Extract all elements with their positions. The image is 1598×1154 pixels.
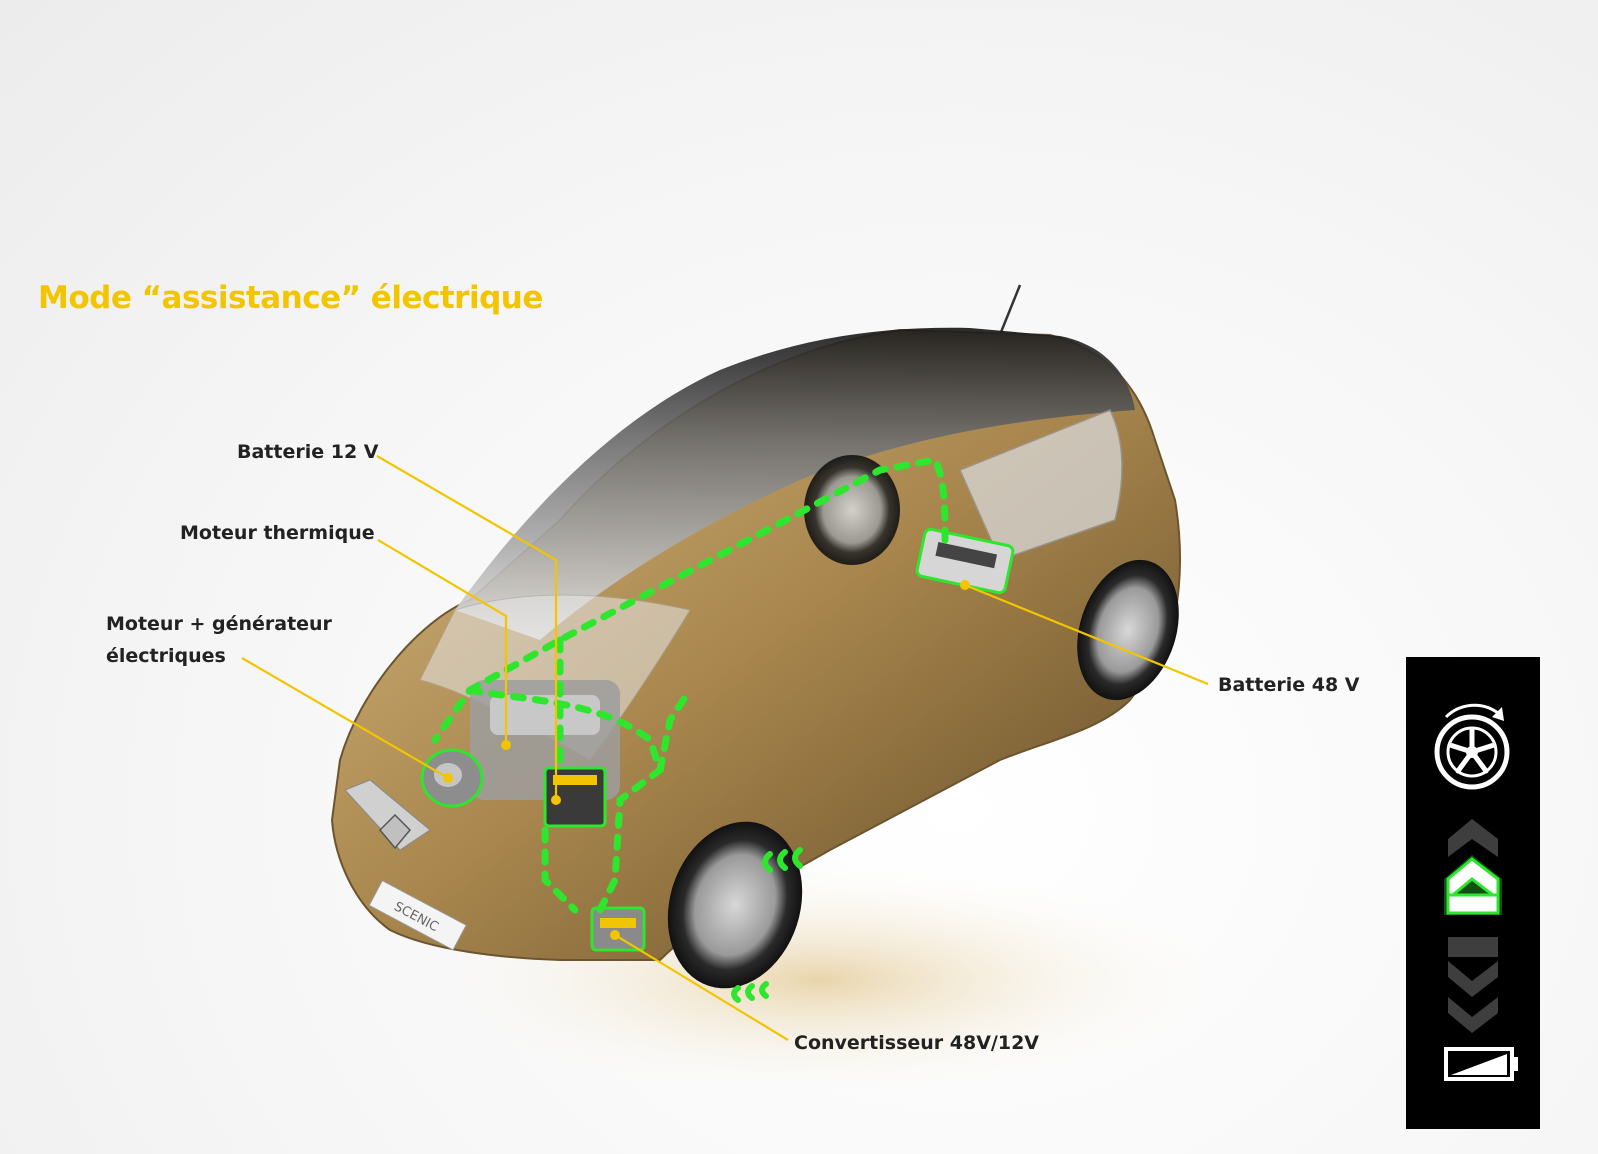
label-engine-thermal: Moteur thermique: [180, 522, 375, 544]
battery-48v-unit: [915, 527, 1015, 595]
chevron-down-inactive-icon: [1448, 937, 1498, 1033]
page-title: Mode “assistance” électrique: [38, 280, 543, 316]
label-motor-generator: Moteur + générateur électriques: [106, 608, 332, 672]
spare-wheel: [804, 455, 900, 565]
converter-unit: [590, 906, 646, 952]
side-window: [958, 409, 1123, 561]
label-battery-48v: Batterie 48 V: [1218, 674, 1360, 696]
brand-logo: [378, 813, 412, 850]
leader-line-48v: [964, 583, 1209, 686]
car-roof: [455, 327, 1135, 640]
leader-line-12v: [376, 455, 558, 800]
leader-line-converter: [614, 934, 789, 1041]
leader-line-thermique: [377, 539, 508, 745]
front-wheel: [667, 821, 803, 989]
leader-lines: [241, 455, 1209, 1041]
label-converter: Convertisseur 48V/12V: [794, 1032, 1040, 1054]
leader-dots: [443, 580, 970, 940]
chevron-up-inactive-icon: [1448, 819, 1498, 857]
label-motor-generator-line2: électriques: [106, 645, 226, 667]
label-motor-generator-line1: Moteur + générateur: [106, 613, 332, 635]
battery-low-icon: [1444, 1047, 1518, 1081]
energy-flow: [431, 456, 949, 914]
wheel-rotation-icon: [1434, 703, 1510, 790]
engine-detail: [490, 695, 600, 735]
mode-legend-panel: [1406, 657, 1540, 1129]
mode-legend-graphic: [1434, 703, 1518, 1081]
battery-12v-unit: [543, 766, 607, 828]
label-battery-12v: Batterie 12 V: [237, 441, 379, 463]
rear-wheel: [1077, 559, 1179, 701]
chevron-up-active-icon: [1444, 855, 1502, 915]
leader-line-moteur-gen: [241, 657, 449, 779]
wheel-flow-marks: [731, 847, 803, 1003]
